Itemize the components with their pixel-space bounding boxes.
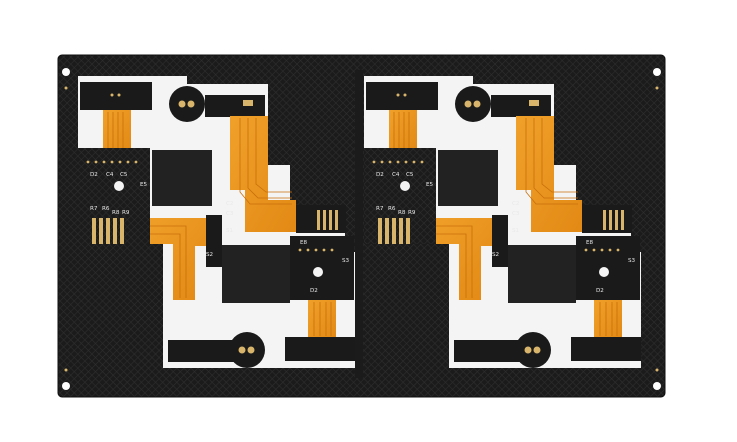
silk-d2: D2 (90, 172, 98, 178)
silk-s1: S1 (512, 228, 520, 234)
tooling-hole (653, 68, 661, 76)
silk-e8: E8 (586, 240, 594, 246)
silk-r7: R7 (90, 206, 98, 212)
silk-c5: C5 (406, 172, 414, 178)
silk-c5: C5 (120, 172, 128, 178)
silk-e8: E8 (300, 240, 308, 246)
tooling-hole (62, 68, 70, 76)
silk-s2: S2 (206, 252, 213, 258)
silk-c3: C3 (226, 211, 234, 217)
silk-d2: D2 (376, 172, 384, 178)
silk-d2b: D2 (596, 288, 604, 294)
silk-c2: C2 (226, 201, 233, 207)
silk-e5: E5 (426, 182, 434, 188)
silkscreen-left: D2 C4 C5 R7 R6 R8 R9 E5 C2 C3 S1 S2 S3 D… (90, 172, 350, 294)
silk-c4: C4 (106, 172, 114, 178)
silk-r6: R6 (388, 206, 396, 212)
silk-d2b: D2 (310, 288, 318, 294)
pcb-unit-left: D2 C4 C5 R7 R6 R8 R9 E5 C2 C3 S1 S2 S3 D… (78, 76, 355, 368)
silkscreen-right: D2 C4 C5 R7 R6 R8 R9 E5 C2 C3 S1 S2 S3 D… (376, 172, 636, 294)
silk-s3: S3 (342, 258, 350, 264)
silk-r9: R9 (122, 210, 130, 216)
silk-e5: E5 (140, 182, 148, 188)
silk-r8: R8 (112, 210, 120, 216)
silk-s3: S3 (628, 258, 636, 264)
silk-r6: R6 (102, 206, 110, 212)
silk-c2: C2 (512, 201, 519, 207)
tooling-hole (653, 382, 661, 390)
silk-s2: S2 (492, 252, 499, 258)
panel-divider (355, 70, 363, 378)
pcb-unit-right: D2 C4 C5 R7 R6 R8 R9 E5 C2 C3 S1 S2 S3 D… (364, 76, 641, 368)
silk-r8: R8 (398, 210, 406, 216)
silk-c3: C3 (512, 211, 520, 217)
silk-s1: S1 (226, 228, 234, 234)
silk-c4: C4 (392, 172, 400, 178)
silk-r9: R9 (408, 210, 416, 216)
tooling-hole (62, 382, 70, 390)
silk-r7: R7 (376, 206, 384, 212)
